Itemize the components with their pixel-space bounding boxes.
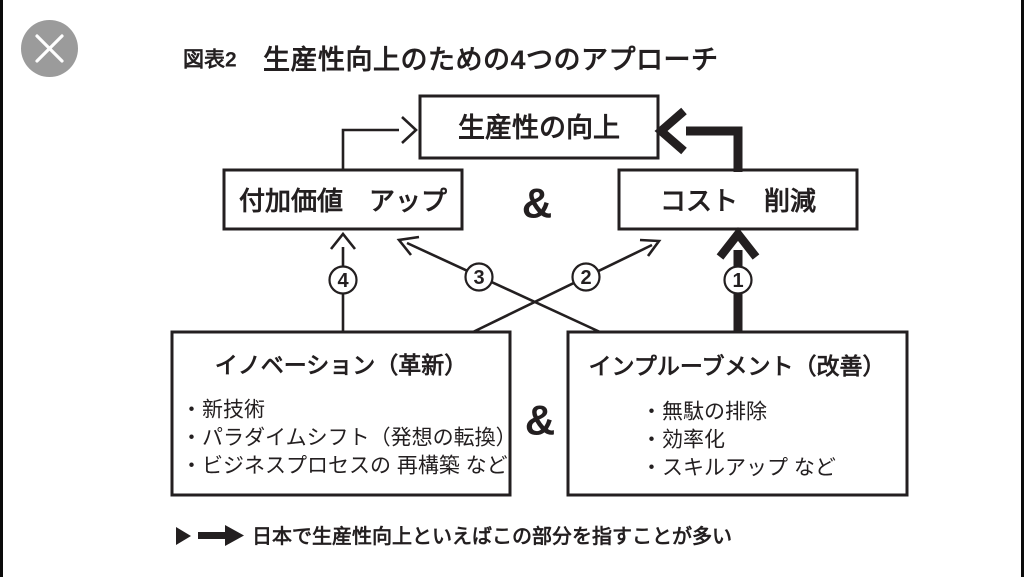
badge-1-circle: [723, 265, 753, 295]
badge-2: 2: [580, 267, 591, 289]
arrowhead-upleft-icon: [396, 235, 420, 256]
arrowhead-left-bold-icon: [654, 107, 687, 155]
left-edge-bar: [0, 0, 3, 577]
arrowhead-up-bold-icon: [716, 227, 760, 260]
badge-4: 4: [337, 270, 349, 292]
ampersand-upper: &: [522, 180, 552, 227]
cost-reduction-label: コスト 削減: [660, 186, 816, 216]
arrow-2-line: [472, 243, 653, 334]
close-button[interactable]: [21, 20, 78, 77]
arrowhead-upright-icon: [639, 238, 662, 257]
arrowhead-right-icon: [401, 116, 418, 144]
added-value-label: 付加価値 アップ: [239, 186, 448, 216]
improvement-bullet: ・無駄の排除: [641, 401, 767, 424]
badge-3-circle: [464, 262, 494, 292]
innovation-bullet: ・ビジネスプロセスの 再構築 など: [181, 455, 508, 478]
badge-4-circle: [328, 265, 358, 295]
legend-text: 日本で生産性向上といえばこの部分を指すことが多い: [252, 524, 732, 548]
arrow-cost-to-productivity: [686, 126, 743, 172]
play-triangle-icon: [176, 527, 191, 545]
innovation-box: [170, 330, 512, 497]
improvement-box: [566, 330, 909, 497]
arrow-added-value-to-productivity: [341, 128, 399, 170]
cost-reduction-box: [617, 168, 859, 231]
badge-1: 1: [732, 270, 743, 292]
badge-2-circle: [571, 262, 601, 292]
close-icon: [35, 34, 64, 63]
improvement-title: インプルーブメント（改善）: [589, 353, 886, 379]
arrow-3-line: [406, 241, 601, 334]
right-edge-bar: [1021, 0, 1024, 577]
productivity-label: 生産性の向上: [458, 112, 620, 143]
innovation-bullet: ・新技術: [181, 399, 265, 422]
ampersand-lower: &: [525, 397, 555, 444]
improvement-bullet: ・スキルアップ など: [641, 457, 836, 480]
figure-label: 図表2: [183, 49, 237, 72]
arrowhead-up-icon: [329, 231, 357, 250]
badge-3: 3: [473, 267, 484, 289]
bold-right-arrow-icon: [198, 525, 244, 546]
added-value-box: [222, 168, 464, 231]
improvement-bullet: ・効率化: [641, 429, 725, 452]
innovation-bullet: ・パラダイムシフト（発想の転換）: [181, 427, 517, 450]
innovation-title: イノベーション（革新）: [215, 352, 468, 378]
productivity-box: [418, 94, 660, 160]
figure-title: 生産性向上のための4つのアプローチ: [263, 44, 719, 75]
